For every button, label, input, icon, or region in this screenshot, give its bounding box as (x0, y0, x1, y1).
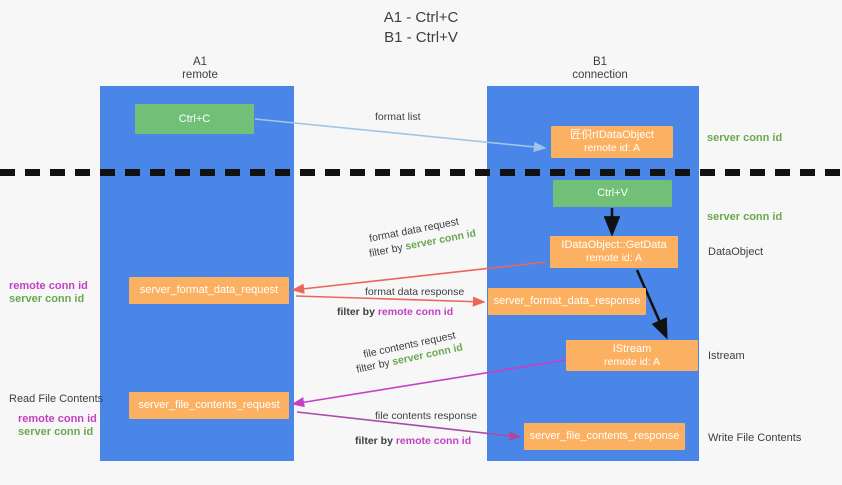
node-server-file-contents-response-label: server_file_contents_response (529, 430, 680, 442)
node-server-format-data-response[interactable]: server_format_data_response (488, 288, 646, 315)
node-server-format-data-request-label: server_format_data_request (139, 284, 279, 296)
label-server-conn-id-left-mid: server conn id (9, 293, 85, 305)
edge-label-format-list: format list (375, 111, 421, 123)
page-title: A1 - Ctrl+C B1 - Ctrl+V (0, 8, 842, 48)
edge-label-file-contents-response: file contents response (375, 410, 478, 422)
node-server-format-data-request[interactable]: server_format_data_request (129, 277, 289, 304)
node-server-file-contents-request[interactable]: server_file_contents_request (129, 392, 289, 419)
label-server-conn-id-top: server conn id (707, 132, 783, 144)
title-line-2: B1 - Ctrl+V (384, 29, 458, 46)
label-remote-conn-id-mid: remote conn id (9, 280, 88, 292)
filter-value-remote-conn-id-1: remote conn id (377, 306, 454, 318)
node-idataobject-getdata[interactable]: IDataObject::GetData remote id: A (550, 236, 678, 268)
node-ctrl-c-label: Ctrl+C (178, 112, 211, 125)
edge-label-format-data-response: format data response (365, 286, 465, 298)
label-remote-conn-id-bottom: remote conn id (18, 413, 97, 425)
node-idataobject[interactable]: 匠伿rIDataObject remote id: A (551, 126, 673, 158)
title-line-1: A1 - Ctrl+C (383, 9, 459, 26)
node-idataobject-line1: 匠伿rIDataObject (570, 129, 654, 141)
node-getdata-line1: IDataObject::GetData (561, 239, 667, 251)
label-server-conn-id-mid: server conn id (707, 211, 783, 223)
lane-header-a1: A1 remote (140, 56, 260, 82)
node-istream-line1: IStream (612, 342, 652, 355)
edge-label-file-contents-response-filter: filter by remote conn id (355, 435, 472, 447)
node-server-format-data-response-label: server_format_data_response (493, 295, 641, 307)
separator-dashed-line (0, 169, 842, 176)
label-read-file-contents: Read File Contents (9, 393, 104, 405)
label-server-conn-id-bottom: server conn id (18, 426, 94, 438)
node-istream-line2: remote id: A (603, 355, 661, 368)
lane-b1-role: connection (572, 69, 628, 81)
node-idataobject-line2: remote id: A (583, 142, 641, 154)
node-ctrl-v-label: Ctrl+V (597, 187, 628, 199)
label-write-file-contents: Write File Contents (708, 432, 802, 444)
lane-b1-name: B1 (592, 56, 608, 68)
lane-a1-name: A1 (192, 56, 208, 68)
lane-header-b1: B1 connection (540, 56, 660, 82)
node-server-file-contents-request-label: server_file_contents_request (138, 399, 280, 411)
node-getdata-line2: remote id: A (585, 252, 642, 264)
label-istream: Istream (708, 350, 745, 362)
node-ctrl-c[interactable]: Ctrl+C (135, 104, 254, 134)
filter-value-remote-conn-id-2: remote conn id (395, 435, 472, 447)
label-dataobject: DataObject (708, 246, 764, 258)
edge-label-format-data-response-filter: filter by remote conn id (337, 306, 454, 318)
node-server-file-contents-response[interactable]: server_file_contents_response (524, 423, 685, 450)
lane-a1-role: remote (182, 69, 218, 81)
node-istream[interactable]: IStream remote id: A (566, 340, 698, 371)
node-ctrl-v[interactable]: Ctrl+V (553, 180, 672, 207)
